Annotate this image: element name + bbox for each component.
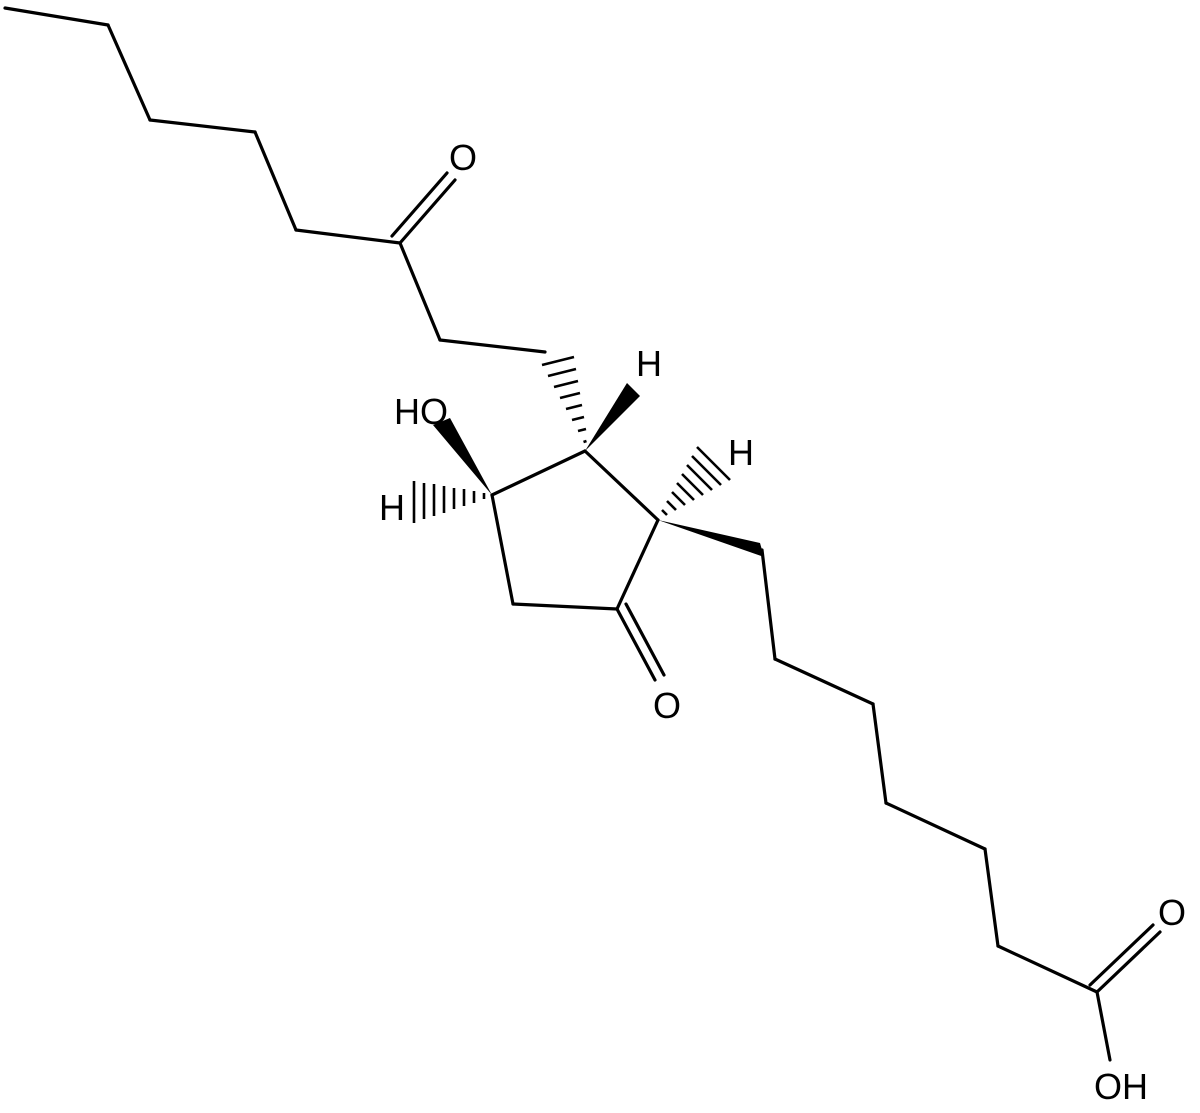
double-bonds [390, 171, 1162, 994]
wedge-bonds [433, 383, 764, 557]
atom-label-h-c2: H [636, 343, 662, 384]
hash-line [547, 367, 577, 378]
bond-tail-1 [3, 6, 110, 27]
hash-line [583, 439, 587, 444]
bond-acid-2 [773, 657, 875, 706]
bond-acid-3 [871, 702, 888, 805]
wedge-bond-ho [433, 418, 492, 495]
hash-line [696, 446, 731, 481]
bond-acid-6 [996, 944, 1099, 994]
bond-acid-4 [884, 801, 987, 851]
double-bond-ring-ketone-b [624, 602, 666, 677]
bond-ring-4 [490, 493, 515, 606]
bond-tail-3 [148, 118, 257, 134]
bond-acid-oh [1095, 990, 1112, 1062]
double-bond-acid-a [1095, 930, 1162, 994]
hash-line [691, 455, 722, 486]
wedge-bond-acid-chain [658, 520, 764, 557]
hash-line [553, 379, 579, 389]
bond-acid-5 [983, 847, 1000, 948]
double-bond-ketone-a [398, 178, 457, 245]
hash-line [577, 427, 587, 433]
hash-line [571, 415, 585, 422]
hash-line [671, 491, 686, 506]
bond-tail-5 [294, 228, 402, 245]
atom-label-h-c1: H [728, 432, 754, 473]
double-bond-ring-ketone-a [615, 607, 657, 682]
bond-chain-1 [398, 241, 442, 342]
hash-line [676, 482, 695, 501]
bond-chain-2 [438, 338, 547, 354]
bond-acid-1 [760, 548, 777, 661]
hash-line [666, 500, 677, 511]
hash-line [681, 473, 704, 496]
bond-ring-2 [615, 518, 660, 611]
atom-label-acid-hydroxyl: OH [1094, 1066, 1148, 1107]
bond-ring-1 [583, 449, 660, 522]
single-bonds [3, 6, 1112, 1062]
hash-line [541, 355, 575, 367]
atom-label-hydroxyl: HO [394, 391, 448, 432]
wedge-bond-h-c2 [585, 383, 640, 451]
hash-bonds [412, 355, 731, 523]
hash-line [661, 509, 668, 516]
hash-line [559, 391, 581, 400]
atom-label-ketone-o: O [449, 137, 477, 178]
atom-label-ring-ketone-o: O [653, 685, 681, 726]
bond-tail-2 [106, 23, 152, 122]
hash-line [565, 403, 583, 411]
bond-ring-5 [490, 449, 587, 497]
bond-ring-3 [511, 602, 619, 611]
double-bond-ketone-b [390, 171, 449, 238]
hash-line [686, 464, 713, 491]
bond-tail-4 [253, 130, 298, 232]
atom-label-h-c3: H [379, 487, 405, 528]
atom-labels: O HO H H H O O OH [379, 137, 1186, 1107]
double-bond-acid-b [1088, 923, 1155, 987]
atom-label-acid-carbonyl-o: O [1158, 892, 1186, 933]
